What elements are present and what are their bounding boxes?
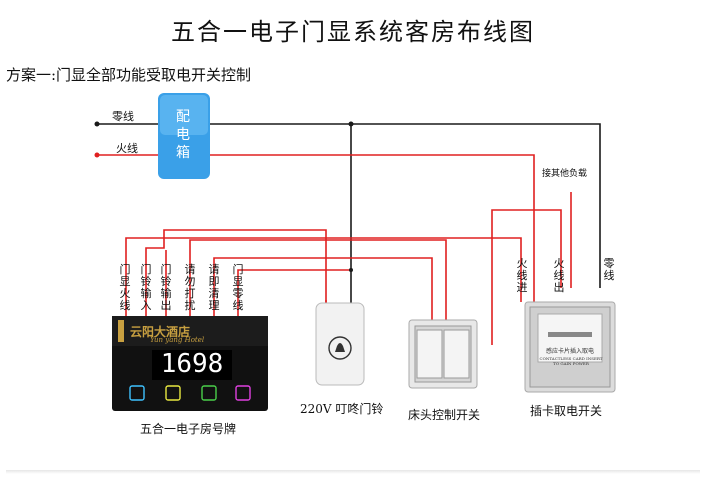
card-wire-label-2: 火线出 [553,257,565,294]
live-wires [97,154,572,345]
live-main-line [97,154,535,302]
card-switch-caption: 插卡取电开关 [530,404,603,418]
doorplate-wire-label-2: 门铃输入 [140,263,152,312]
live-input-dot [94,152,100,158]
doorplate-caption: 五合一电子房号牌 [140,422,237,436]
neutral-main-line [97,123,601,288]
card-wire-label-3: 零线 [603,257,615,282]
live-line-label: 火线 [116,142,138,155]
neutral-line-label: 零线 [112,110,134,123]
card-switch-device [524,301,616,393]
card-live-out [491,209,562,345]
doorplate-brand-en: Yun yang Hotel [150,336,205,344]
card-wire-label-1: 火线进 [516,257,528,294]
distribution-box-label: 配电箱 [176,109,190,161]
card-live-in-to-doorplate [125,237,522,316]
doorplate-brand: 云阳大酒店 [130,325,191,339]
junction-dots [94,121,354,272]
doorbell-in-line [145,229,327,316]
doorplate-indicator-2 [165,385,181,401]
doorplate-wire-label-6: 门显零线 [232,263,244,312]
clean-line [213,257,433,330]
live-junction-dots [94,152,100,158]
doorplate-wire-label-1: 门显火线 [119,263,131,312]
card-face-text-cn: 感应卡片插入取电 [546,348,595,355]
page-subtitle: 方案一:门显全部功能受取电开关控制 [6,66,252,84]
card-face-text-en: CONTACTLESS CARD INSERT TO GAIN POWER [539,356,603,366]
room-number: 1698 [160,349,224,379]
neutral-wires [97,123,601,303]
doorplate-wire-label-5: 请即清理 [208,263,220,312]
doorplate-indicator-1 [129,385,145,401]
doorplate-indicator-3 [201,385,217,401]
neutral-junction-dot [348,121,354,127]
bell-icon [328,336,352,360]
bedside-switch-caption: 床头控制开关 [408,408,481,422]
other-load-label: 接其他负载 [542,169,588,179]
doorbell-caption: 220V 叮咚门铃 [300,402,384,416]
dnd-line [189,239,447,330]
neutral-doorplate-dot [349,268,353,272]
bedside-switch-device [408,319,478,389]
doorplate-device [112,316,268,411]
distribution-box [158,93,210,179]
doorplate-indicator-4 [235,385,251,401]
page-title: 五合一电子门显系统客房布线图 [171,18,535,46]
doorplate-neutral-line [237,269,351,316]
doorplate-wire-label-4: 请勿打扰 [184,263,196,312]
bottom-shadow [6,470,700,474]
doorbell-device [315,302,365,386]
neutral-input-dot [94,121,100,127]
doorplate-wire-label-3: 门铃输出 [160,263,172,312]
